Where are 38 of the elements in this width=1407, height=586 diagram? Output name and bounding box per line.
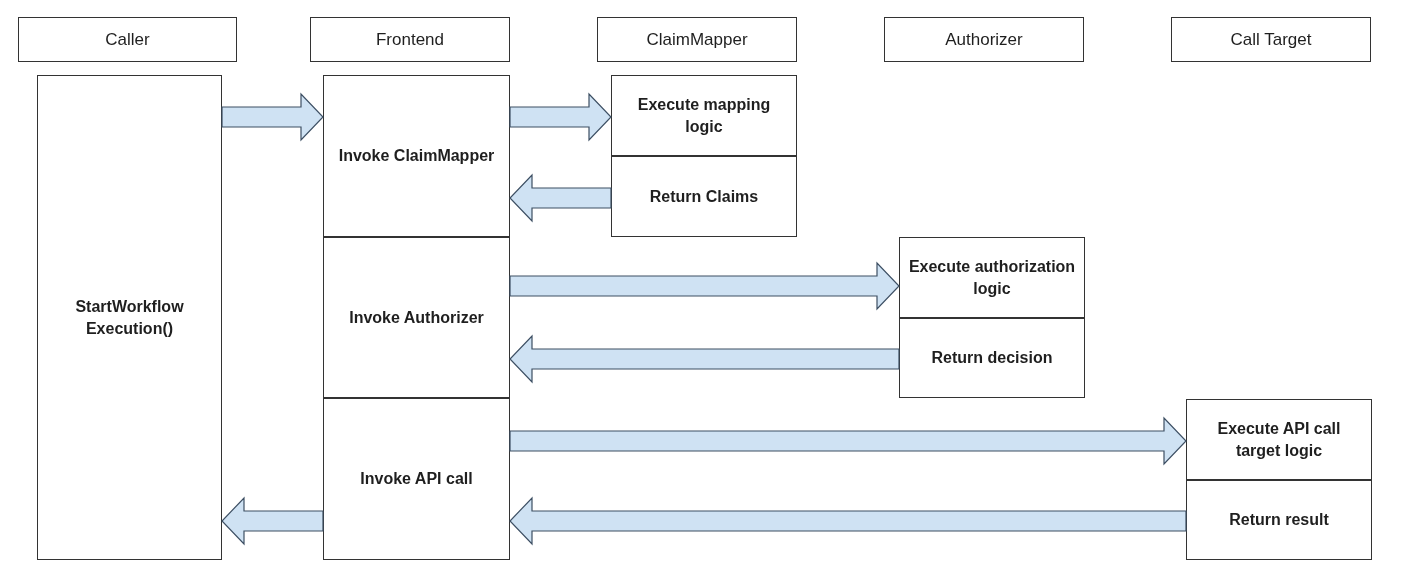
participant-name: Caller <box>105 28 150 51</box>
activation-box <box>611 75 797 156</box>
activation-box <box>899 318 1085 398</box>
participant-name: Frontend <box>375 28 444 51</box>
step-label: Return Claims <box>649 186 759 207</box>
block-arrow <box>509 92 612 142</box>
step-label: Execute API call target logic <box>1216 418 1342 461</box>
lifeline-header-box <box>18 17 237 62</box>
lifeline-header-box <box>310 17 510 62</box>
activation-box <box>611 156 797 237</box>
activation-box <box>323 75 510 237</box>
step-label: Execute authorization logic <box>908 256 1076 299</box>
activation-box <box>1186 480 1372 560</box>
step-label: Execute mapping logic <box>636 94 772 137</box>
step-label: Invoke ClaimMapper <box>338 146 495 166</box>
activation-box <box>1186 399 1372 480</box>
activation-box <box>323 398 510 560</box>
block-arrow <box>509 496 1187 546</box>
activation-box <box>899 237 1085 318</box>
participant-name: Authorizer <box>945 28 1023 51</box>
block-arrow <box>509 261 900 311</box>
block-arrow <box>221 92 324 142</box>
step-label: Return result <box>1229 510 1329 530</box>
activation-box <box>37 75 222 560</box>
block-arrow <box>221 496 324 546</box>
lifeline-header-box <box>884 17 1084 62</box>
block-arrow <box>509 416 1187 466</box>
step-label: Invoke API call <box>360 469 473 489</box>
lifeline-header-box <box>597 17 797 62</box>
block-arrow <box>509 173 612 223</box>
step-label: Return decision <box>931 348 1053 368</box>
lifeline-header-box <box>1171 17 1371 62</box>
block-arrow <box>509 334 900 384</box>
step-label: Invoke Authorizer <box>349 307 484 328</box>
activation-box <box>323 237 510 398</box>
step-label: StartWorkflow Execution() <box>74 296 185 339</box>
participant-name: ClaimMapper <box>646 28 748 51</box>
participant-name: Call Target <box>1230 28 1312 51</box>
